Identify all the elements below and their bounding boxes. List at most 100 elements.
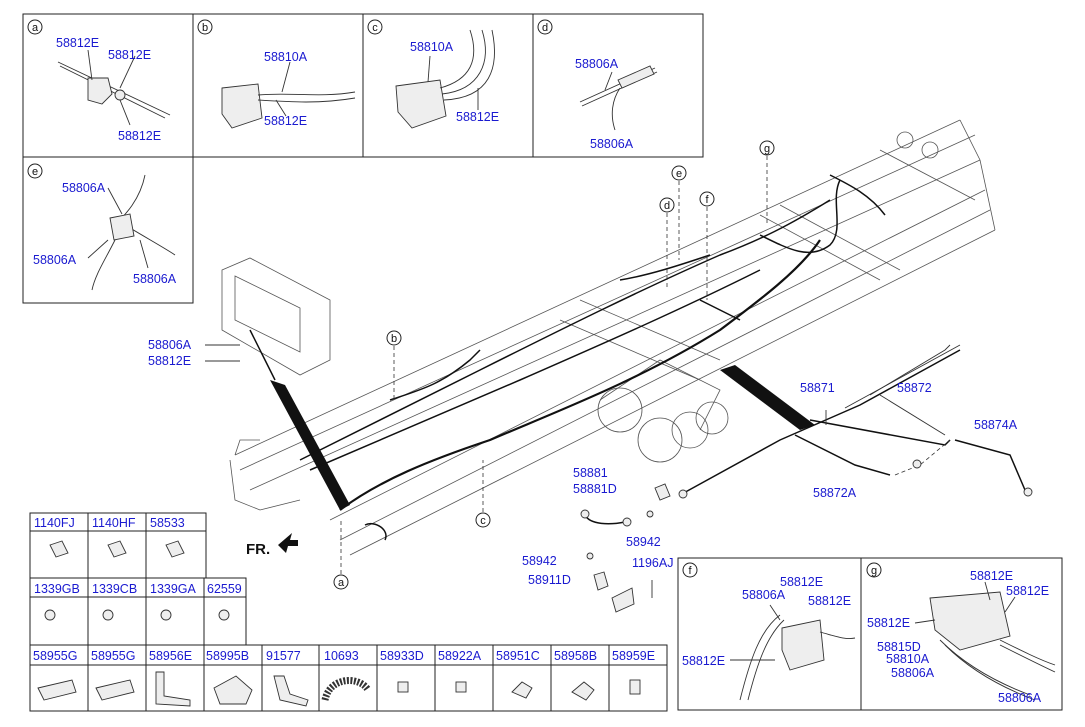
table-r3-c3: 58956E bbox=[149, 649, 192, 663]
inset-f-label-4: 58812E bbox=[682, 654, 725, 668]
inset-c-label-2: 58812E bbox=[456, 110, 499, 124]
inset-c: c 58810A 58812E bbox=[362, 13, 534, 158]
callout-c-label: c bbox=[372, 22, 378, 34]
inset-g-label-5: 58810A bbox=[886, 652, 930, 666]
main-callout-g: g bbox=[764, 143, 770, 155]
pipe-label-58881D: 58881D bbox=[573, 482, 617, 496]
fitting-icon bbox=[455, 681, 467, 693]
pipe-label-58872A: 58872A bbox=[813, 486, 857, 500]
table-r3-c10: 58958B bbox=[554, 649, 597, 663]
pipe-label-58911D: 58911D bbox=[528, 573, 571, 587]
clamp-icon bbox=[213, 675, 253, 705]
main-callouts: b c a d e f g bbox=[333, 140, 775, 590]
callout-g-label: g bbox=[871, 565, 877, 577]
callout-a-label: a bbox=[32, 22, 39, 34]
bracket-icon bbox=[95, 679, 135, 701]
main-callout-d: d bbox=[664, 200, 670, 212]
table-r3-c2: 58955G bbox=[91, 649, 135, 663]
nut-icon bbox=[102, 609, 114, 621]
inset-g-label-3: 58812E bbox=[867, 616, 910, 630]
inset-d-label-1: 58806A bbox=[575, 57, 619, 71]
front-direction-marker: FR. bbox=[246, 533, 298, 558]
bolt-icon bbox=[165, 540, 185, 558]
nut-icon bbox=[160, 609, 172, 621]
pipe-label-58872: 58872 bbox=[897, 381, 932, 395]
table-r3-c4: 58995B bbox=[206, 649, 249, 663]
pipe-label-58881: 58881 bbox=[573, 466, 608, 480]
inset-d-label-2: 58806A bbox=[590, 137, 634, 151]
inset-g-label-1: 58812E bbox=[970, 569, 1013, 583]
main-callout-a: a bbox=[338, 577, 345, 589]
coil-sleeve-icon bbox=[321, 677, 372, 702]
table-r3-c6: 10693 bbox=[324, 649, 359, 663]
elbow-fitting-icon bbox=[571, 681, 595, 701]
table-r2-c3: 1339GA bbox=[150, 582, 197, 596]
connector-d bbox=[617, 65, 655, 89]
brake-lines bbox=[249, 174, 886, 541]
nut-icon bbox=[218, 609, 230, 621]
inset-a-label-3: 58812E bbox=[118, 129, 161, 143]
main-label-58812E: 58812E bbox=[148, 354, 191, 368]
table-r3-c8: 58922A bbox=[438, 649, 482, 663]
bolt-icon bbox=[49, 540, 69, 558]
bracket-icon bbox=[37, 679, 77, 701]
inset-b: b 58810A 58812E bbox=[192, 13, 364, 158]
table-r1-c2: 1140HF bbox=[92, 516, 136, 530]
valve-bracket-a bbox=[87, 77, 113, 105]
inset-a-label-2: 58812E bbox=[108, 48, 151, 62]
callout-a-circle bbox=[27, 19, 43, 35]
nut-icon bbox=[44, 609, 56, 621]
callout-e-label: e bbox=[32, 166, 38, 178]
inset-f: f 58812E 58806A 58812E 58812E bbox=[677, 557, 862, 711]
inset-g-label-2: 58812E bbox=[1006, 584, 1049, 598]
valve-cluster-g bbox=[929, 591, 1011, 651]
inset-a-label-1: 58812E bbox=[56, 36, 99, 50]
front-arrow-icon bbox=[278, 533, 298, 553]
inset-f-label-1: 58812E bbox=[780, 575, 823, 589]
table-r1-c1: 1140FJ bbox=[34, 516, 75, 530]
front-label: FR. bbox=[246, 541, 270, 558]
table-r2-c4: 62559 bbox=[207, 582, 242, 596]
pipe-label-58871: 58871 bbox=[800, 381, 835, 395]
inset-e-label-3: 58806A bbox=[133, 272, 177, 286]
fitting-icon bbox=[397, 681, 409, 693]
callout-f-label: f bbox=[688, 565, 692, 577]
main-callout-c: c bbox=[480, 515, 486, 527]
callout-d-label: d bbox=[542, 22, 548, 34]
tee-fitting-e bbox=[109, 213, 135, 241]
inset-g-label-6: 58806A bbox=[891, 666, 935, 680]
inset-e-label-1: 58806A bbox=[62, 181, 106, 195]
table-r2-c2: 1339CB bbox=[92, 582, 137, 596]
inset-d: d 58806A 58806A bbox=[532, 13, 704, 158]
pipe-label-58874A: 58874A bbox=[974, 418, 1018, 432]
valve-c bbox=[395, 79, 447, 129]
inset-e-label-2: 58806A bbox=[33, 253, 77, 267]
main-label-58806A: 58806A bbox=[148, 338, 192, 352]
table-r3-c11: 58959E bbox=[612, 649, 655, 663]
inset-g-label-7: 58806A bbox=[998, 691, 1042, 705]
main-brake-label-group: 58806A 58812E bbox=[148, 338, 240, 368]
main-callout-f: f bbox=[705, 194, 709, 206]
bolt-icon bbox=[107, 540, 127, 558]
valve-f bbox=[781, 619, 825, 671]
bracket-icon bbox=[155, 671, 191, 707]
inset-g-label-4: 58815D bbox=[877, 640, 921, 654]
inset-f-label-3: 58812E bbox=[808, 594, 851, 608]
main-callout-b: b bbox=[391, 333, 397, 345]
table-r3-c7: 58933D bbox=[380, 649, 424, 663]
inset-a: a 58812E 58812E 58812E bbox=[22, 13, 194, 158]
table-r3-c9: 58951C bbox=[496, 649, 540, 663]
inset-g: g 58812E 58812E 58812E 58815D 58810A 588… bbox=[860, 557, 1063, 711]
pipe-label-58942-upper: 58942 bbox=[626, 535, 661, 549]
pipe-label-58942-lower: 58942 bbox=[522, 554, 557, 568]
bracket-icon bbox=[273, 675, 309, 707]
inset-f-label-2: 58806A bbox=[742, 588, 786, 602]
callout-b-label: b bbox=[202, 22, 208, 34]
inset-b-label-2: 58812E bbox=[264, 114, 307, 128]
parts-table: 1140FJ 1140HF 58533 1339GB 1339CB 1339GA… bbox=[29, 512, 668, 712]
connector-icon bbox=[629, 679, 641, 695]
table-r3-c1: 58955G bbox=[33, 649, 77, 663]
elbow-fitting-icon bbox=[511, 681, 533, 699]
valve-b bbox=[221, 83, 263, 129]
